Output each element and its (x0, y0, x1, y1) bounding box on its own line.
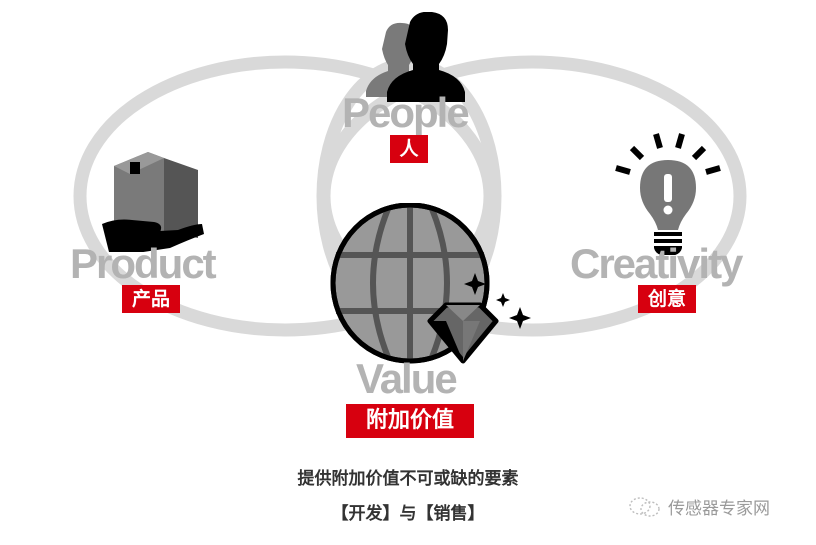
lightbulb-icon (615, 133, 721, 255)
sparkle-icons (464, 273, 531, 329)
caption-line-2: 【开发】与【销售】 (331, 504, 485, 524)
watermark: 传感器专家网 (628, 494, 770, 519)
caption-line-1: 提供附加价值不可或缺的要素 (297, 469, 519, 489)
globe-diamond-icon (330, 203, 531, 364)
creativity-tag: 创意 (638, 285, 696, 313)
box-in-hand-icon (102, 152, 204, 252)
diamond-icon (427, 302, 499, 364)
watermark-text: 传感器专家网 (668, 499, 770, 519)
wechat-icon (629, 496, 660, 517)
people-tag: 人 (390, 135, 428, 163)
product-tag: 产品 (122, 285, 180, 313)
people-label: People (342, 89, 470, 136)
value-label: Value (356, 355, 458, 402)
people-icon (366, 12, 465, 102)
product-label: Product (70, 240, 217, 287)
value-tag: 附加价值 (346, 404, 474, 438)
creativity-label: Creativity (570, 240, 743, 287)
